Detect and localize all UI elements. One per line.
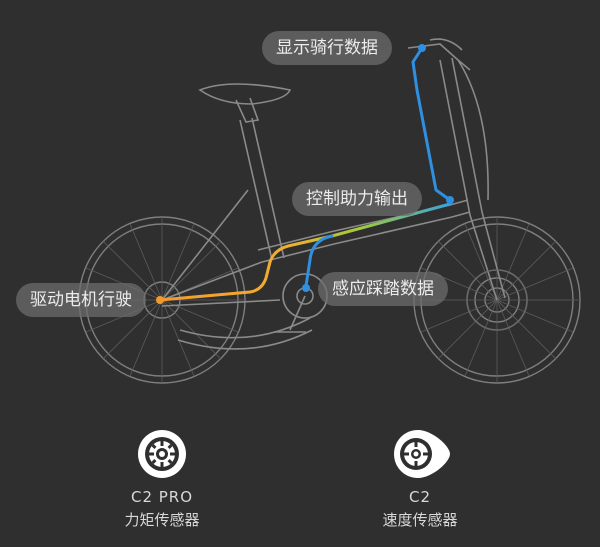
sensor-torque-model: C2 PRO	[130, 488, 194, 506]
sensor-torque: C2 PRO 力矩传感器	[82, 428, 242, 530]
bike-frame	[161, 38, 528, 350]
sensor-torque-desc: 力矩传感器	[124, 511, 200, 529]
torque-sensor-icon	[138, 430, 186, 478]
sensor-speed-model: C2	[408, 488, 432, 506]
speed-sensor-icon	[394, 430, 450, 478]
callout-drive-motor: 驱动电机行驶	[16, 283, 146, 317]
callout-control-assist-output: 控制助力输出	[292, 182, 422, 216]
callout-display-ride-data: 显示骑行数据	[262, 31, 392, 65]
sensor-speed: C2 速度传感器	[340, 428, 500, 530]
data-flow-path	[158, 46, 452, 302]
data-flow-nodes	[156, 44, 454, 304]
callout-pedal-sensing: 感应踩踏数据	[318, 272, 448, 306]
sensor-speed-desc: 速度传感器	[382, 511, 458, 529]
